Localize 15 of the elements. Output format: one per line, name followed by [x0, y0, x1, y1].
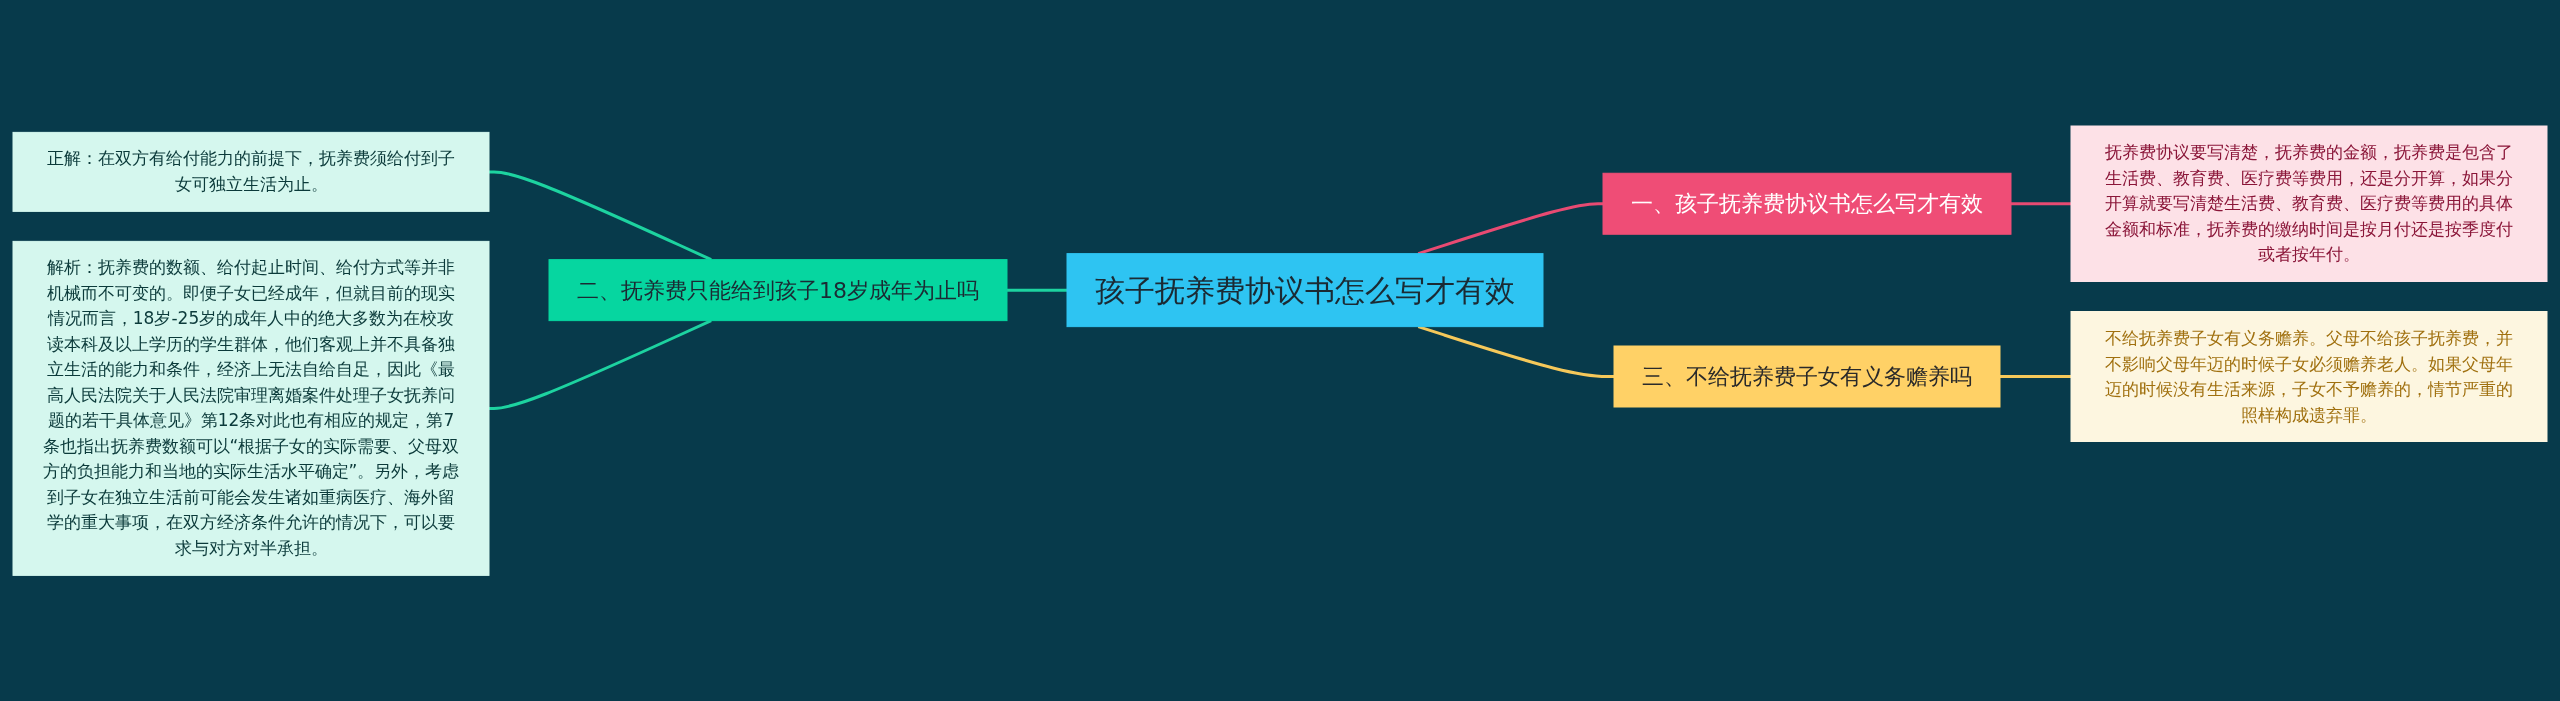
connector: [1417, 325, 1614, 378]
connector: [489, 170, 712, 261]
connector: [2011, 202, 2071, 206]
connector: [1417, 202, 1603, 255]
node-box: 三、不给抚养费子女有义务赡养吗: [1613, 345, 2001, 408]
connector: [1007, 288, 1067, 292]
connector: [489, 319, 712, 410]
node-box: 孩子抚养费协议书怎么写才有效: [1066, 252, 1544, 327]
node-box: 不给抚养费子女有义务赡养。父母不给孩子抚养费，并不影响父母年迈的时候子女必须赡养老人。如果父母年迈的时候没有生活来源，子女不予赡养的，情节严重的照样构成遗弃罪。: [2070, 310, 2548, 442]
node-box: 正解：在双方有给付能力的前提下，抚养费须给付到子女可独立生活为止。: [12, 131, 490, 212]
node-box: 二、抚养费只能给到孩子18岁成年为止吗: [548, 258, 1008, 321]
node-box: 一、孩子抚养费协议书怎么写才有效: [1602, 172, 2012, 235]
connector: [2000, 374, 2071, 378]
node-box: 抚养费协议要写清楚，抚养费的金额，抚养费是包含了生活费、教育费、医疗费等费用，还是分开算，如果分开算就要写清楚生活费、教育费、医疗费等费用的具体金额和标准，抚养费的缴纳时间是按月付还是按季度付或者按年付。: [2070, 125, 2548, 282]
node-box: 解析：抚养费的数额、给付起止时间、给付方式等并非机械而不可变的。即便子女已经成年，但就目前的现实情况而言，18岁-25岁的成年人中的绝大多数为在校攻读本科及以上学历的学生群体，他们客观上并不具备独立生活的能力和条件，经济上无法自给自足，因此《最高人民法院关于人民法院审理离婚案件处理子女抚养问题的若干具体意见》第12条对此也有相应的规定，第7条也指出抚养费数额可以“根据子女的实际需要、父母双方的负担能力和当地的实际生活水平确定”。另外，考虑到子女在独立生活前可能会发生诸如重病医疗、海外留学的重大事项，在双方经济条件允许的情况下，可以要求与对方对半承担。: [12, 240, 490, 576]
